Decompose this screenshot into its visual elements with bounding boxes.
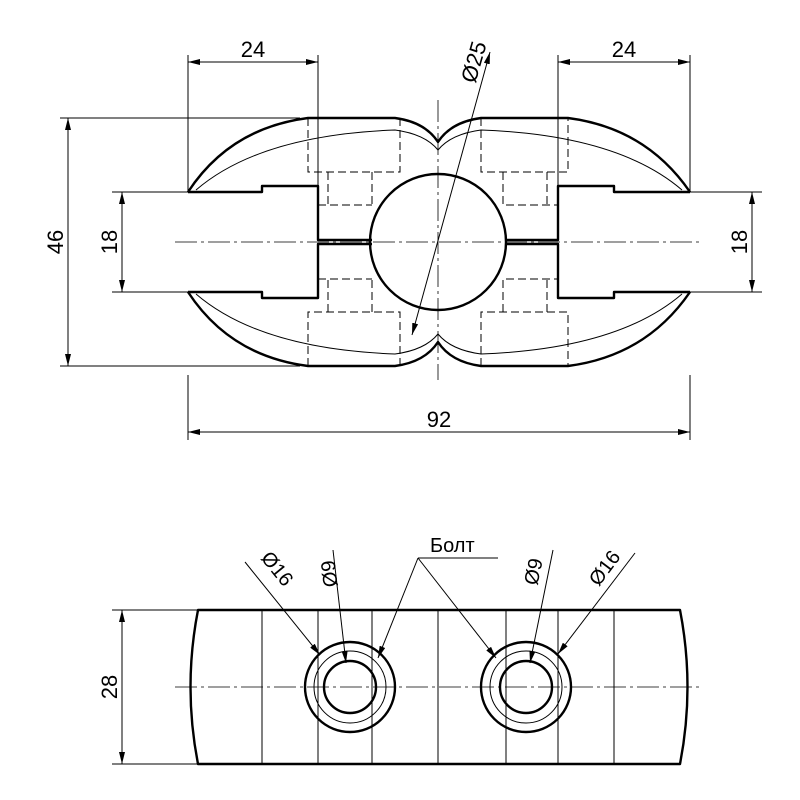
dim-overall-length: 92 — [427, 407, 451, 432]
dim-line-bore-diameter — [411, 51, 491, 336]
bolt-label: Болт — [430, 535, 475, 557]
dim-overall-height: 46 — [43, 230, 68, 254]
leader-left-counterbore — [244, 561, 321, 656]
dim-left-counterbore: Ø16 — [256, 548, 297, 591]
dim-right-hole: Ø9 — [521, 556, 548, 587]
dim-left-hole: Ø9 — [318, 559, 343, 588]
dim-right-slot: 18 — [727, 230, 752, 254]
bolt-leader-right — [417, 557, 497, 659]
dim-left-slot: 18 — [97, 230, 122, 254]
body-outline-lower — [186, 291, 691, 368]
left-slot-lower — [188, 242, 372, 300]
right-slot-lower — [506, 242, 690, 300]
front-view: 28 Ø16 Ø9 Ø9 Ø16 Болт — [97, 535, 700, 766]
leader-right-hole — [529, 549, 554, 664]
bolt-leader-left — [377, 557, 419, 659]
front-body-outline — [189, 608, 689, 766]
top-view: 24 24 Ø25 46 18 18 92 — [43, 37, 762, 440]
dim-right-width: 24 — [612, 37, 636, 62]
dim-right-counterbore: Ø16 — [585, 547, 625, 590]
right-slot-upper — [506, 184, 690, 242]
body-outline-upper — [186, 116, 691, 193]
leader-right-counterbore — [557, 552, 636, 655]
dim-front-height: 28 — [97, 675, 122, 699]
dim-bore-diameter: Ø25 — [456, 38, 491, 85]
dim-left-width: 24 — [241, 37, 265, 62]
leader-left-hole — [332, 549, 348, 664]
left-slot-upper — [188, 184, 372, 242]
